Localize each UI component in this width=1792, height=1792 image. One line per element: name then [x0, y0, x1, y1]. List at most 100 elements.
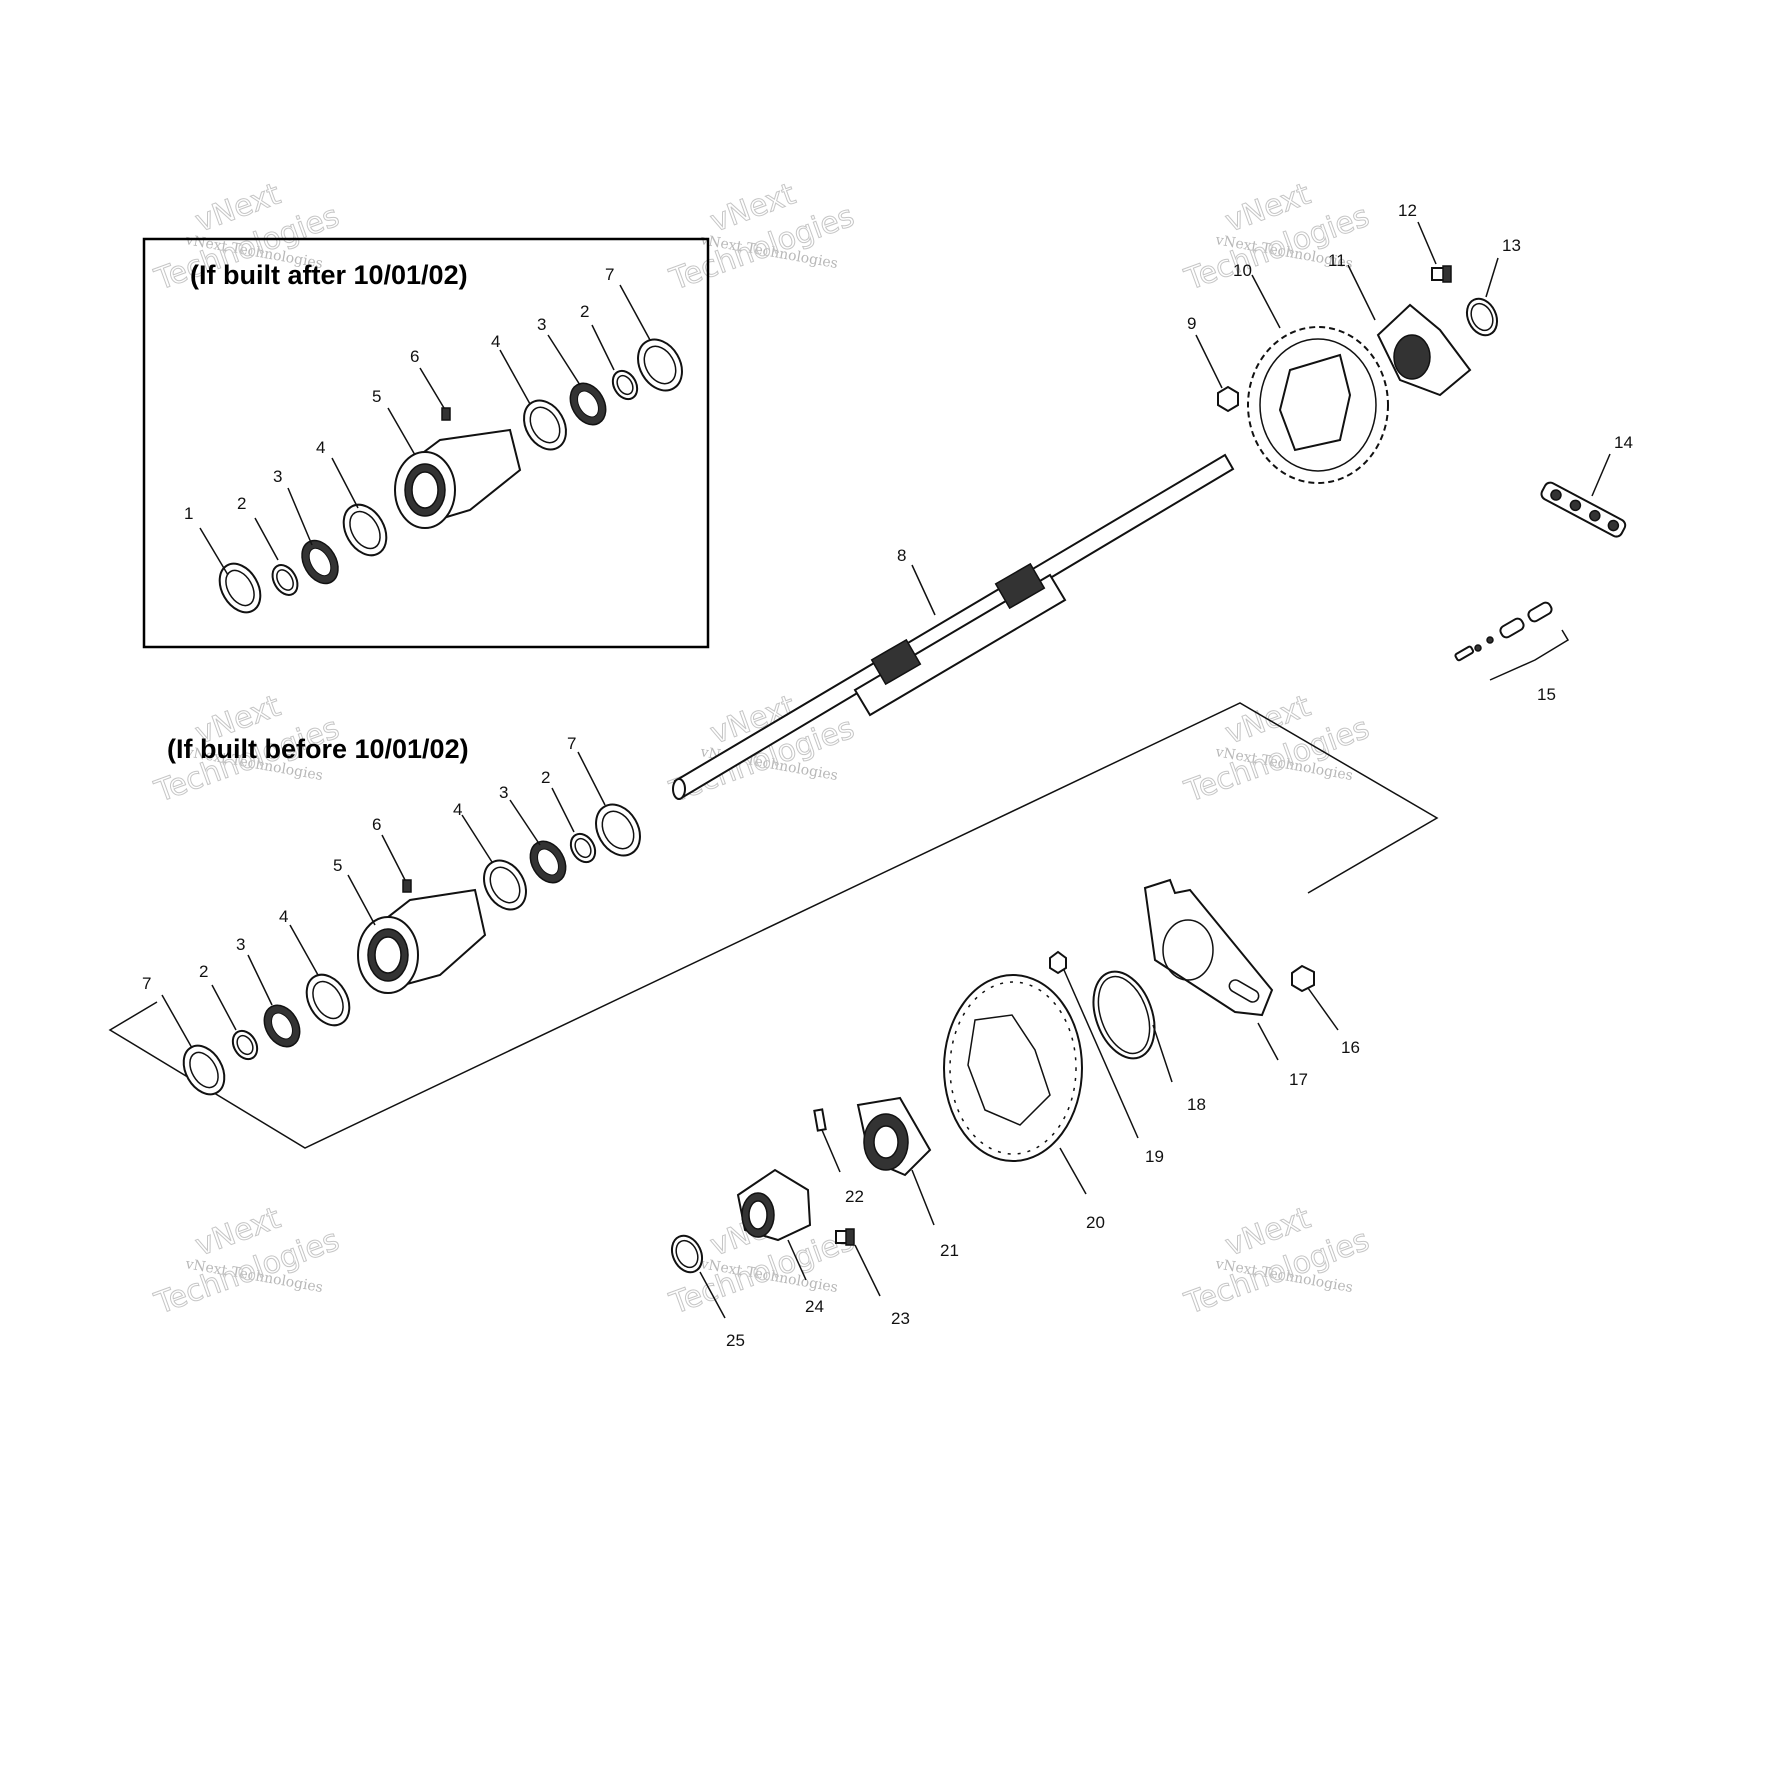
leader-14	[1591, 453, 1611, 497]
leader-8	[911, 564, 936, 616]
watermark: vNext Technologies vNext Technologies	[1179, 1200, 1374, 1322]
leader-22	[821, 1129, 841, 1173]
callout-4: 4	[279, 907, 288, 926]
snap-ring-part-2	[569, 832, 597, 864]
leader-21	[911, 1169, 935, 1226]
leader-24	[787, 1239, 807, 1281]
callout-2: 2	[199, 962, 208, 981]
inset-parts	[218, 338, 683, 614]
bearing-part-3	[569, 382, 607, 426]
callout-8: 8	[897, 546, 906, 565]
seal-part-7	[595, 803, 641, 857]
pin-part-22	[813, 1108, 827, 1132]
callout-22: 22	[845, 1187, 864, 1206]
callout-20: 20	[1086, 1213, 1105, 1232]
grease-fitting-part-6	[441, 407, 451, 421]
callout-4: 4	[316, 438, 325, 457]
callout-14: 14	[1614, 433, 1633, 452]
ring-part-25	[670, 1234, 704, 1274]
race-part-4	[483, 859, 527, 911]
master-link-part-15	[1454, 601, 1570, 681]
race-part-4	[305, 973, 351, 1027]
bearing-part-3	[301, 539, 339, 585]
snap-ring-part-2	[611, 369, 639, 401]
callout-11: 11	[1328, 251, 1346, 270]
bracket-part-17	[1143, 878, 1274, 1017]
callout-3: 3	[499, 783, 508, 802]
callout-7: 7	[567, 734, 576, 753]
race-part-4	[342, 503, 388, 557]
leader-12	[1417, 221, 1437, 265]
clip-part-18	[1092, 970, 1156, 1060]
callout-13: 13	[1502, 236, 1521, 255]
leader-9	[1195, 334, 1223, 389]
callout-3: 3	[273, 467, 282, 486]
nut-part-9	[1217, 385, 1239, 413]
callout-2: 2	[237, 494, 246, 513]
grease-fitting-part-6	[402, 879, 412, 893]
watermark: vNext Technologies vNext Technologies	[1179, 176, 1374, 298]
seal-part-1	[218, 562, 262, 614]
ring-part-13	[1465, 297, 1499, 337]
hub-part-21	[856, 1096, 932, 1177]
callout-12: 12	[1398, 201, 1417, 220]
callout-5: 5	[333, 856, 342, 875]
callout-4: 4	[491, 332, 500, 351]
brake-disc-part-20	[943, 974, 1083, 1162]
hub-part-11	[1376, 303, 1472, 397]
callout-6: 6	[372, 815, 381, 834]
inset-frame	[142, 237, 710, 649]
bearing-part-3	[529, 840, 567, 884]
seal-part-7	[637, 338, 683, 392]
callout-7: 7	[605, 265, 614, 284]
callout-1: 1	[184, 504, 193, 523]
leader-19	[1063, 969, 1139, 1139]
leader-11	[1347, 264, 1376, 321]
callout-7: 7	[142, 974, 151, 993]
title-before: (If built before 10/01/02)	[167, 734, 469, 764]
leader-17	[1257, 1022, 1279, 1061]
before-callouts: 7 2 3 4 5 6 4 3 2 7	[142, 734, 576, 993]
watermark: vNext Technologies vNext Technologies	[149, 1200, 344, 1322]
callout-10: 10	[1233, 261, 1252, 280]
callout-15: 15	[1537, 685, 1556, 704]
callout-17: 17	[1289, 1070, 1308, 1089]
callout-18: 18	[1187, 1095, 1206, 1114]
leader-18	[1152, 1024, 1173, 1083]
before-leaders	[161, 751, 606, 1049]
snap-ring-part-2	[271, 564, 299, 596]
race-part-4	[523, 399, 567, 451]
callout-21: 21	[940, 1241, 959, 1260]
sprocket-part-10	[1247, 326, 1389, 484]
bolt-part-12	[1431, 265, 1452, 283]
leader-10	[1251, 274, 1281, 329]
leader-16	[1307, 987, 1339, 1031]
leader-13	[1485, 257, 1499, 298]
callout-2: 2	[541, 768, 550, 787]
nut-part-16	[1291, 964, 1315, 993]
assembly-outline	[108, 702, 1439, 1149]
bearing-part-3	[263, 1004, 301, 1048]
callout-24: 24	[805, 1297, 824, 1316]
before-parts	[182, 803, 641, 1096]
leader-23	[854, 1244, 881, 1297]
bearing-housing-part-5	[357, 888, 487, 994]
callout-16: 16	[1341, 1038, 1360, 1057]
callout-9: 9	[1187, 314, 1196, 333]
callout-23: 23	[891, 1309, 910, 1328]
leader-25	[699, 1271, 726, 1319]
axle-part-8	[672, 453, 1235, 800]
callout-3: 3	[537, 315, 546, 334]
inset-leaders	[199, 284, 651, 576]
callout-4: 4	[453, 800, 462, 819]
watermark: vNext Technologies vNext Technologies	[1179, 688, 1374, 810]
nut-part-19	[1049, 950, 1067, 975]
title-after: (If built after 10/01/02)	[190, 260, 468, 290]
sleeve-part-24	[736, 1168, 812, 1242]
leader-20	[1059, 1147, 1087, 1195]
callout-25: 25	[726, 1331, 745, 1350]
chain-part-14	[1540, 481, 1627, 538]
watermark: vNext Technologies vNext Technologies	[664, 176, 859, 298]
callout-5: 5	[372, 387, 381, 406]
